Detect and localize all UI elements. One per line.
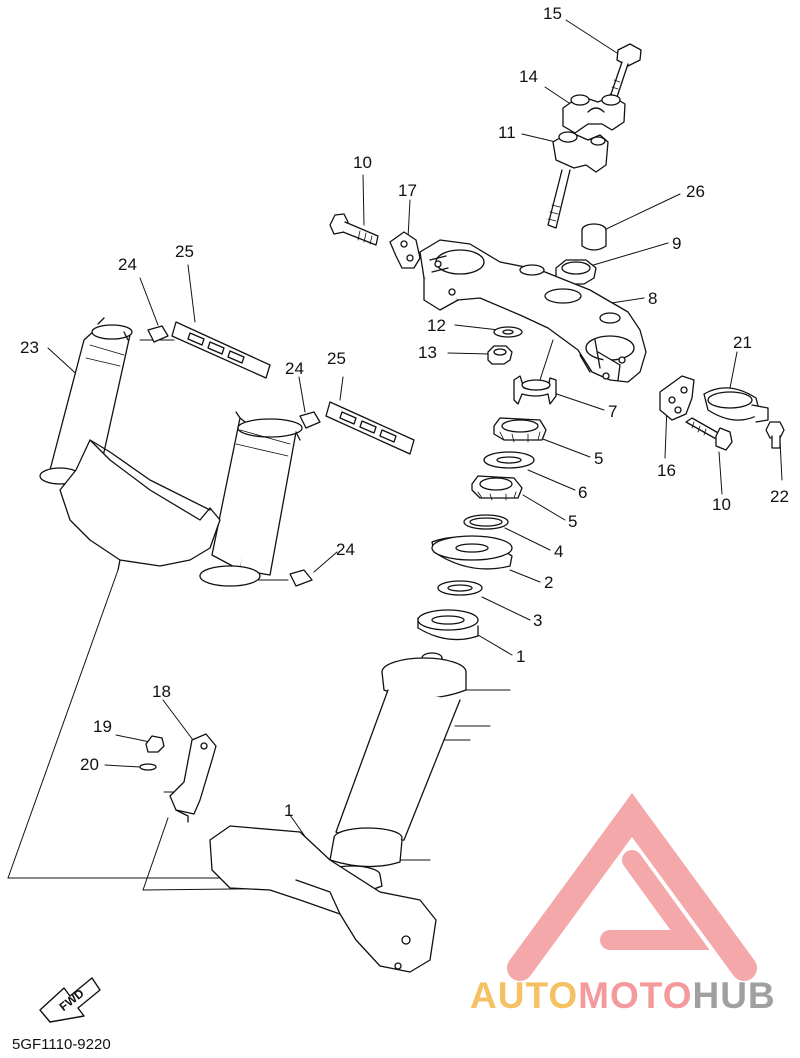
callout-24-a: 24 — [118, 255, 137, 274]
callout-21: 21 — [733, 333, 752, 352]
rubber-24-a — [147, 325, 169, 343]
bolt-15 — [608, 43, 642, 104]
washer-20 — [139, 763, 157, 771]
callout-9: 9 — [672, 234, 682, 253]
nut-13 — [487, 345, 513, 365]
bolt-10-right — [685, 417, 733, 451]
handlebar-holder-11 — [547, 131, 609, 229]
bracket-18 — [169, 733, 217, 823]
callout-24-b: 24 — [285, 359, 304, 378]
callout-12: 12 — [427, 316, 446, 335]
steering-stem — [329, 652, 467, 868]
leader-lines — [7, 19, 783, 891]
callout-14: 14 — [519, 67, 538, 86]
cap-26 — [581, 223, 607, 251]
rubber-24-b — [299, 411, 321, 429]
callout-25-a: 25 — [175, 242, 194, 261]
callout-19: 19 — [93, 717, 112, 736]
callout-4: 4 — [554, 542, 564, 561]
watermark-auto: AUTO — [470, 975, 579, 1016]
callout-3: 3 — [533, 611, 543, 630]
bracket-16 — [659, 375, 695, 421]
callout-22: 22 — [770, 487, 789, 506]
lower-triple-clamp — [209, 825, 437, 973]
callout-15: 15 — [543, 4, 562, 23]
watermark-moto: MOTO — [578, 975, 693, 1016]
callout-20: 20 — [80, 755, 99, 774]
watermark-hub: HUB — [692, 975, 776, 1016]
callout-6: 6 — [578, 483, 588, 502]
callout-25-b: 25 — [327, 349, 346, 368]
callout-24-c: 24 — [336, 540, 355, 559]
watermark-logo — [507, 792, 757, 981]
lower-bracket-23 — [39, 317, 303, 587]
upper-bracket-8 — [419, 239, 647, 383]
callout-13: 13 — [418, 343, 437, 362]
callout-2: 2 — [544, 573, 554, 592]
callout-5-lower: 5 — [568, 512, 578, 531]
callout-23: 23 — [20, 338, 39, 357]
seal-4 — [463, 514, 509, 530]
fwd-arrow-icon — [39, 977, 101, 1023]
bearing-race-2 — [431, 535, 513, 570]
bracket-17 — [389, 231, 421, 269]
callout-5-upper: 5 — [594, 449, 604, 468]
callout-17: 17 — [398, 181, 417, 200]
callout-16: 16 — [657, 461, 676, 480]
callout-1-upper: 1 — [516, 647, 526, 666]
bearing-1-upper — [417, 609, 479, 641]
bolt-10-left — [329, 213, 379, 246]
watermark-text: AUTOMOTOHUB — [470, 975, 776, 1017]
washer-12 — [493, 326, 523, 338]
bolt-19 — [145, 735, 165, 753]
callout-8: 8 — [648, 289, 658, 308]
ring-nut-5-upper — [493, 417, 547, 443]
callout-18: 18 — [152, 682, 171, 701]
diagram-code: 5GF1110-9220 — [12, 1036, 111, 1053]
rubber-24-c — [289, 569, 313, 587]
clamp-21 — [703, 387, 769, 423]
callout-11: 11 — [498, 123, 516, 142]
handlebar-upper-clamp-14 — [562, 94, 626, 134]
callout-26: 26 — [686, 182, 705, 201]
callout-10-top: 10 — [353, 153, 372, 172]
washer-6 — [483, 451, 535, 469]
reflector-25-a — [171, 321, 271, 379]
callout-1-lower: 1 — [284, 801, 294, 820]
bolt-22 — [765, 421, 785, 449]
reflector-25-b — [325, 401, 415, 455]
callout-7: 7 — [608, 402, 618, 421]
washer-3 — [437, 580, 483, 596]
ring-nut-5-lower — [471, 475, 523, 501]
callout-10-right: 10 — [712, 495, 731, 514]
lock-washer-7 — [513, 375, 557, 405]
